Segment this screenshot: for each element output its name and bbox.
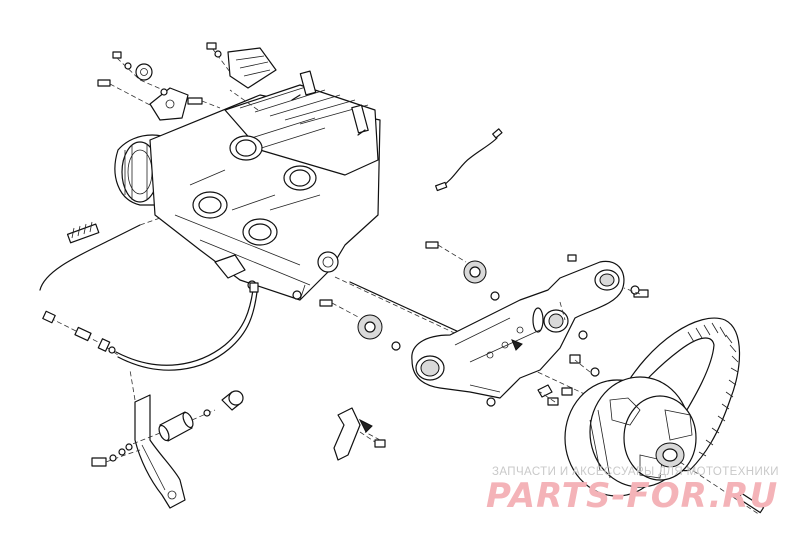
sensor-wire bbox=[435, 128, 503, 192]
drive-clutch bbox=[564, 317, 765, 516]
leader-lines bbox=[229, 89, 556, 441]
throttle-cable bbox=[39, 217, 161, 291]
oil-line bbox=[42, 282, 259, 371]
engine-assembly bbox=[114, 70, 381, 301]
chaincase-plate bbox=[411, 254, 649, 407]
small-bracket bbox=[333, 407, 386, 461]
starter-handle bbox=[206, 42, 277, 89]
top-left-hardware bbox=[97, 51, 221, 121]
motor-mount-bracket bbox=[91, 369, 244, 509]
